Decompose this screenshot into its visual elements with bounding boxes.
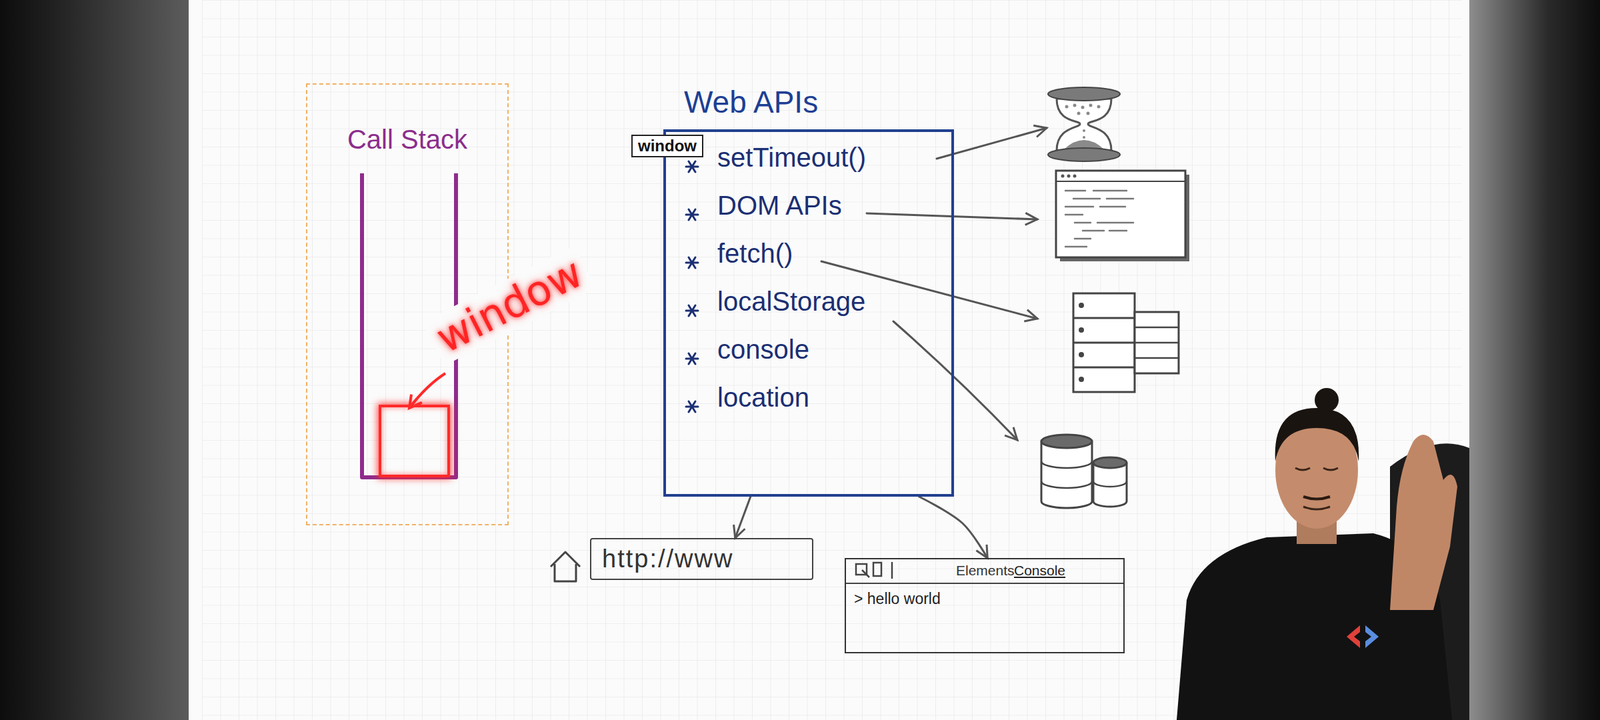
bullet-star xyxy=(686,161,698,172)
bullet-star xyxy=(686,353,698,364)
window-tab: window xyxy=(631,134,704,158)
db-bands xyxy=(1093,481,1127,487)
devtools-tab: Console xyxy=(1014,562,1066,579)
db-bands xyxy=(1041,461,1092,488)
bullet-star xyxy=(686,257,698,268)
highlight-box: window xyxy=(378,404,450,478)
bullet-star xyxy=(686,209,698,220)
device-icon xyxy=(873,562,882,576)
paper xyxy=(188,0,1470,720)
face xyxy=(1295,468,1338,510)
api-item: DOM APIs xyxy=(717,190,842,221)
leader-arrow xyxy=(409,373,446,408)
call-stack-region: Call Stack window xyxy=(306,83,509,526)
code-lines xyxy=(1065,190,1134,247)
home-icon xyxy=(550,552,580,582)
bullet-star xyxy=(686,401,698,412)
hourglass-cap xyxy=(1048,148,1120,162)
page-bar xyxy=(1056,180,1186,182)
server-icon xyxy=(1073,293,1179,392)
db-cylinder xyxy=(1093,462,1127,507)
stack-title: Call Stack xyxy=(307,124,508,155)
tab-separator xyxy=(891,562,894,579)
hair-bun xyxy=(1314,388,1339,412)
database-icon xyxy=(1041,434,1127,508)
hourglass-sand xyxy=(1065,104,1101,140)
logo xyxy=(1365,625,1379,648)
tab-divider xyxy=(845,582,1124,584)
url-text: http://www xyxy=(602,544,798,574)
devtools-tab: Elements xyxy=(956,562,1015,579)
page-frame xyxy=(1056,170,1186,258)
devtools-panel: ElementsConsole > hello world xyxy=(844,558,1125,654)
html-page-icon xyxy=(1056,170,1190,262)
hourglass-icon xyxy=(1048,87,1120,162)
panel-title: Web APIs xyxy=(684,84,818,120)
side-bar xyxy=(1469,0,1600,720)
page-dots xyxy=(1061,174,1077,178)
connector-arrow xyxy=(735,496,751,538)
hair xyxy=(1275,408,1360,462)
leader-arrows xyxy=(821,128,1047,440)
raised-hand xyxy=(1390,434,1458,610)
connector-arrow xyxy=(919,496,988,558)
server-lights xyxy=(1078,302,1084,382)
bullet-stars xyxy=(686,161,698,412)
side-bar xyxy=(0,0,189,720)
api-item: fetch() xyxy=(717,238,793,269)
devtools-icons xyxy=(856,562,892,579)
callout-label: window xyxy=(422,245,597,366)
moustache xyxy=(1303,496,1330,500)
leader-arrow xyxy=(893,321,1018,440)
db-top xyxy=(1093,457,1127,468)
web-apis-panel: Web APIssetTimeout()DOM APIsfetch()local… xyxy=(663,129,954,497)
hourglass-glass xyxy=(1056,98,1112,151)
api-item: setTimeout() xyxy=(717,142,866,173)
server-tower xyxy=(1073,293,1135,392)
db-cylinder xyxy=(1041,441,1092,508)
server-bays xyxy=(1073,318,1135,368)
db-top xyxy=(1041,434,1092,448)
tab-label: window xyxy=(638,136,697,156)
api-item: console xyxy=(717,334,810,365)
hourglass-cap xyxy=(1048,87,1120,101)
presenter-figure xyxy=(1176,388,1470,720)
logo xyxy=(1346,625,1360,648)
address-bar: http://www xyxy=(590,538,814,580)
grid-paper xyxy=(202,0,1462,720)
server-bays xyxy=(1134,327,1179,358)
inspect-icon xyxy=(862,570,870,578)
console-output: > hello world xyxy=(854,590,941,608)
api-item: location xyxy=(717,382,810,413)
server-tower xyxy=(1134,312,1179,374)
api-item: localStorage xyxy=(717,286,866,317)
bullet-star xyxy=(686,305,698,316)
